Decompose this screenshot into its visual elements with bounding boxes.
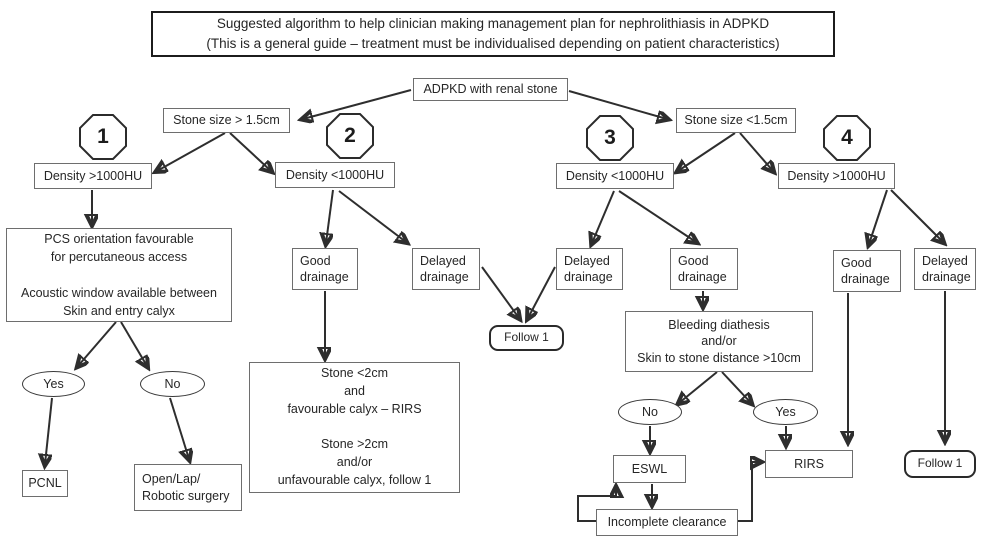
- badge-number: 1: [97, 125, 109, 148]
- edge-no-to-opensurgery: [169, 397, 189, 459]
- node-rirs: RIRS: [765, 450, 853, 478]
- node-no-pathway3: No: [618, 399, 682, 425]
- pathway-badge-2: 2: [326, 113, 374, 159]
- pathway-badge-1: 1: [79, 114, 127, 160]
- edge-pcs-to-yes: [78, 321, 117, 366]
- node-pcs-orientation: PCS orientation favourable for percutane…: [6, 228, 232, 322]
- node-good-drainage-p4: Good drainage: [833, 250, 901, 292]
- edge-yes-to-pcnl: [45, 397, 53, 464]
- edge-delayed3-to-followmid: [528, 266, 556, 318]
- badge-number: 4: [841, 126, 853, 149]
- edge-bleeding-to-yes3: [721, 371, 751, 403]
- node-stone-size-small: Stone size <1.5cm: [676, 108, 796, 133]
- node-density1: Density >1000HU: [34, 163, 152, 189]
- node-stone-size-large: Stone size > 1.5cm: [163, 108, 290, 133]
- edge-stonelarge-to-density1: [157, 132, 226, 171]
- pathway-badge-4: 4: [823, 115, 871, 161]
- node-delayed-drainage-p3: Delayed drainage: [556, 248, 623, 290]
- edge-density3-to-delayed3: [592, 190, 615, 243]
- octagon-shape-icon: [79, 114, 127, 160]
- node-bleeding-diathesis: Bleeding diathesis and/or Skin to stone …: [625, 311, 813, 372]
- edge-density4-to-delayed4: [890, 189, 943, 242]
- pathway-badge-3: 3: [586, 115, 634, 161]
- node-yes-pathway1: Yes: [22, 371, 85, 397]
- edge-density2-to-good2: [326, 189, 334, 243]
- edge-density3-to-good3: [618, 190, 696, 242]
- node-delayed-drainage-p2: Delayed drainage: [412, 248, 480, 290]
- edge-delayed2-to-followmid: [481, 266, 519, 318]
- node-yes-pathway3: Yes: [753, 399, 818, 425]
- title-box: Suggested algorithm to help clinician ma…: [151, 11, 835, 57]
- badge-number: 2: [344, 124, 356, 147]
- edge-bleeding-to-no3: [679, 371, 718, 403]
- node-good-drainage-p2: Good drainage: [292, 248, 358, 290]
- edge-pcs-to-no: [120, 321, 147, 366]
- node-eswl: ESWL: [613, 455, 686, 483]
- node-follow1-mid: Follow 1: [489, 325, 564, 351]
- node-good-drainage-p3: Good drainage: [670, 248, 738, 290]
- edge-stonelarge-to-density2: [229, 132, 271, 171]
- node-open-lap-robotic-surgery: Open/Lap/ Robotic surgery: [134, 464, 242, 511]
- edge-stonesmall-to-density3: [678, 132, 736, 171]
- node-density3: Density <1000HU: [556, 163, 674, 189]
- node-delayed-drainage-p4: Delayed drainage: [914, 248, 976, 290]
- octagon-shape-icon: [823, 115, 871, 161]
- node-pcnl: PCNL: [22, 470, 68, 497]
- node-stone-criteria: Stone <2cm and favourable calyx – RIRS S…: [249, 362, 460, 493]
- edge-stonesmall-to-density4: [739, 132, 773, 171]
- edge-incomplete-to-rirs-loop: [738, 462, 760, 522]
- node-adpkd-renal-stone: ADPKD with renal stone: [413, 78, 568, 101]
- node-no-pathway1: No: [140, 371, 205, 397]
- node-follow1-right: Follow 1: [904, 450, 976, 478]
- node-density4: Density >1000HU: [778, 163, 895, 189]
- octagon-shape-icon: [586, 115, 634, 161]
- node-incomplete-clearance: Incomplete clearance: [596, 509, 738, 536]
- edge-density4-to-good4: [869, 189, 888, 244]
- octagon-shape-icon: [326, 113, 374, 159]
- node-density2: Density <1000HU: [275, 162, 395, 188]
- badge-number: 3: [604, 126, 616, 149]
- edge-density2-to-delayed2: [338, 190, 406, 242]
